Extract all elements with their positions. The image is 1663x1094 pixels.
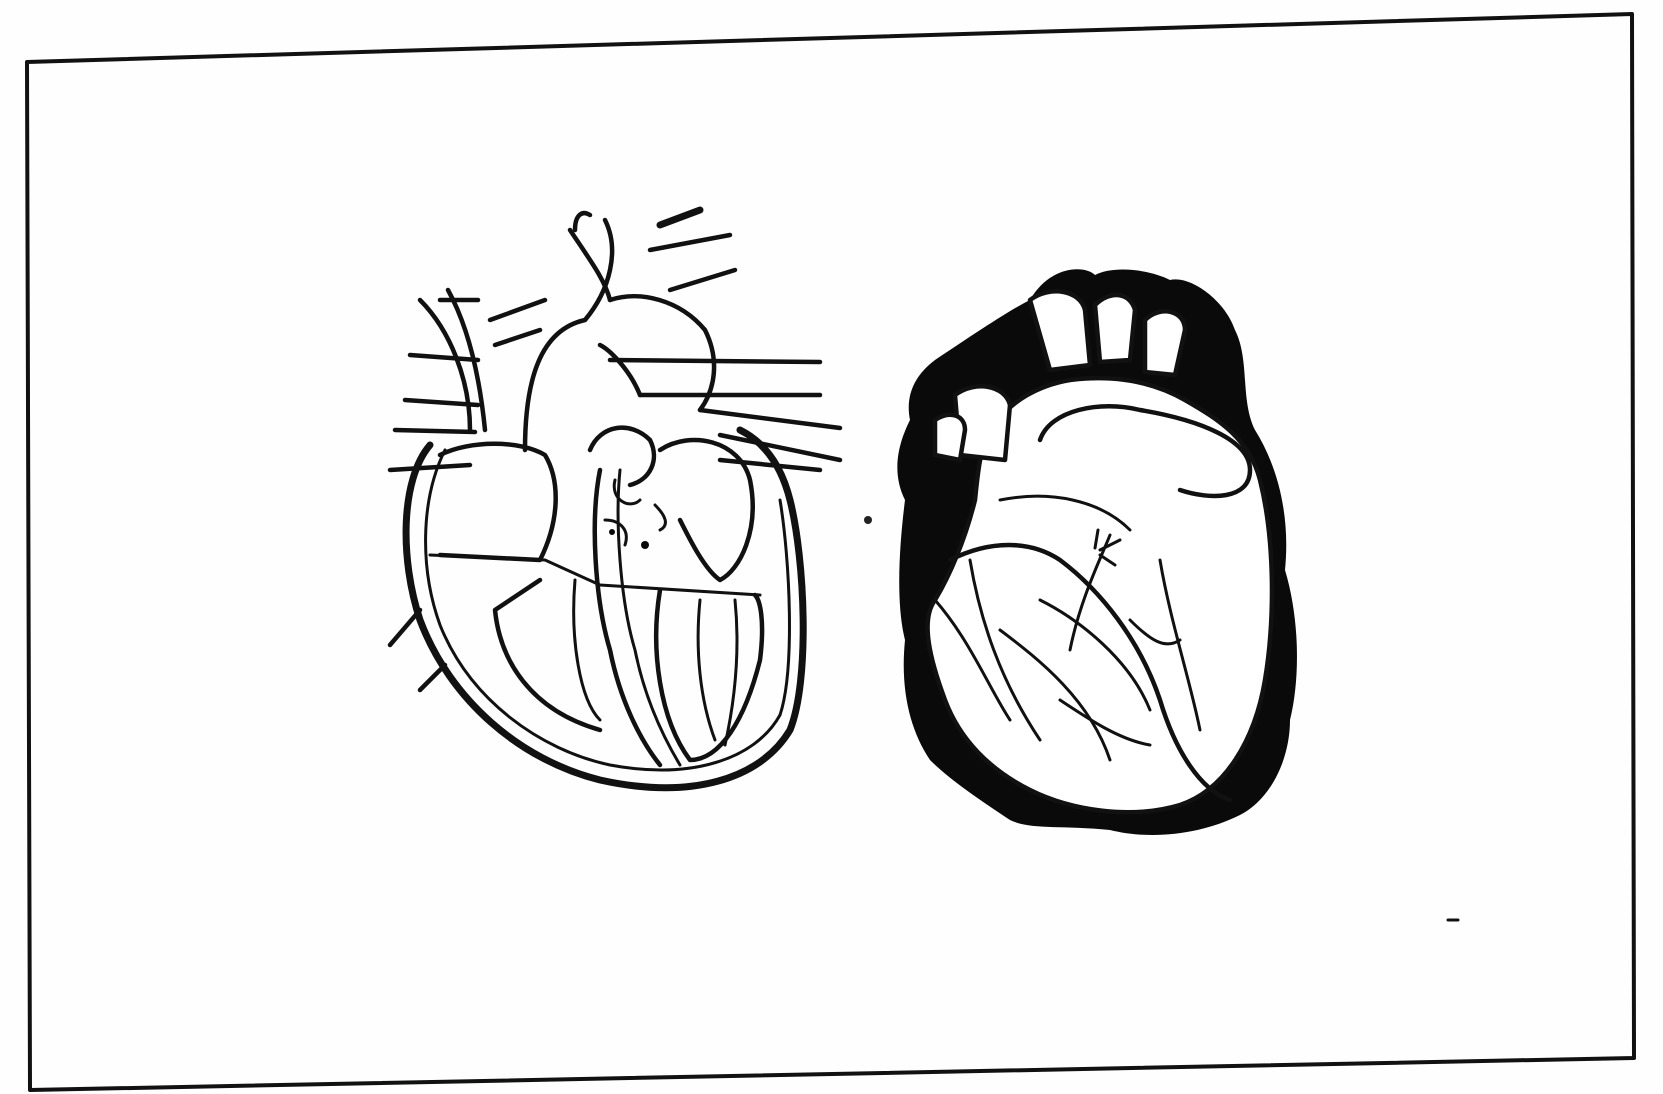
pulmonary-vessels: [600, 345, 840, 470]
heart-outer-wall: [406, 430, 803, 788]
left-atrium: [660, 440, 753, 580]
figure-frame: [27, 14, 1634, 1090]
aortic-arch: [490, 210, 735, 450]
scan-speck: [864, 516, 872, 524]
heart-exterior-diagram: [897, 269, 1297, 835]
right-ventricle: [495, 580, 600, 730]
heart-interior-diagram: [390, 210, 840, 788]
left-vessels: [390, 290, 485, 470]
right-atrium: [440, 444, 556, 560]
left-ventricle: [656, 590, 762, 760]
inferior-vena-cava: [390, 610, 420, 645]
valves: [590, 428, 665, 549]
